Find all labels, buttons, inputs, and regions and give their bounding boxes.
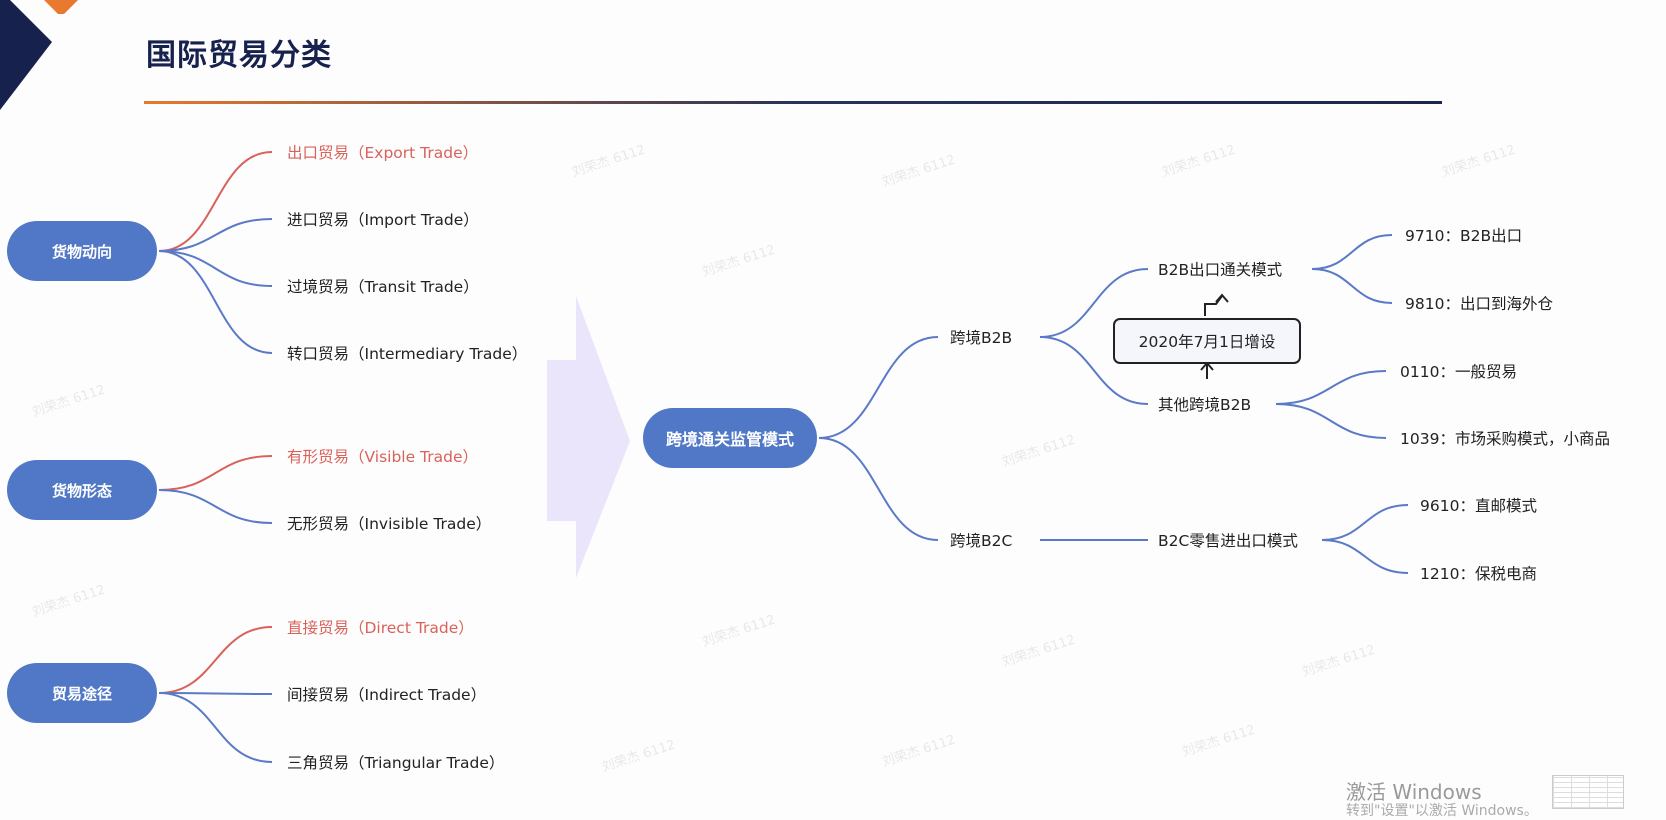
connector-line: [818, 336, 939, 439]
group-node-goods-direction[interactable]: 货物动向: [7, 221, 157, 281]
connector-line: [1311, 234, 1393, 270]
leaf-transit-trade: 过境贸易（Transit Trade）: [287, 278, 479, 296]
connector-line: [1321, 504, 1409, 541]
group-node-goods-form[interactable]: 货物形态: [7, 460, 157, 520]
leaf-indirect-trade: 间接贸易（Indirect Trade）: [287, 686, 487, 704]
leaf-direct-trade: 直接贸易（Direct Trade）: [287, 619, 474, 637]
leaf-9710: 9710：B2B出口: [1405, 227, 1523, 245]
windows-activation-subtitle: 转到"设置"以激活 Windows。: [1346, 803, 1538, 819]
connector-line: [158, 218, 273, 252]
transition-arrow: [547, 296, 630, 578]
connector-line: [158, 250, 273, 287]
title-divider: [144, 101, 1442, 104]
branch-other-b2b: 其他跨境B2B: [1158, 396, 1252, 414]
arrow-up-to-export-mode-icon: [1204, 293, 1229, 316]
leaf-1210: 1210：保税电商: [1420, 565, 1537, 583]
leaf-visible-trade: 有形贸易（Visible Trade）: [287, 448, 478, 466]
note-added-date: 2020年7月1日增设: [1113, 318, 1301, 364]
branch-cross-border-b2c: 跨境B2C: [950, 532, 1013, 550]
leaf-triangular-trade: 三角贸易（Triangular Trade）: [287, 754, 505, 772]
windows-activation-title: 激活 Windows: [1346, 780, 1482, 804]
branch-b2c-retail-mode: B2C零售进出口模式: [1158, 532, 1298, 550]
connector-line: [1321, 539, 1409, 574]
leaf-9610: 9610：直邮模式: [1420, 497, 1537, 515]
leaf-invisible-trade: 无形贸易（Invisible Trade）: [287, 515, 492, 533]
logo-navy-chevron: [0, 0, 52, 110]
leaf-intermediary-trade: 转口贸易（Intermediary Trade）: [287, 345, 528, 363]
connector-line: [158, 692, 273, 695]
connector-line: [158, 455, 273, 491]
connector-line: [818, 437, 939, 541]
connector-line: [1275, 403, 1387, 439]
connector-line: [1275, 370, 1387, 405]
connector-line: [158, 151, 273, 252]
leaf-9810: 9810：出口到海外仓: [1405, 295, 1553, 313]
slide-thumbnail[interactable]: [1552, 775, 1624, 809]
connector-line: [1311, 268, 1393, 304]
logo-orange-corner: [44, 0, 78, 14]
central-node-customs-mode[interactable]: 跨境通关监管模式: [643, 408, 817, 468]
leaf-export-trade: 出口贸易（Export Trade）: [287, 144, 479, 162]
page-title: 国际贸易分类: [146, 38, 332, 73]
connector-line: [1039, 336, 1149, 405]
leaf-0110: 0110：一般贸易: [1400, 363, 1517, 381]
leaf-1039: 1039：市场采购模式，小商品: [1400, 430, 1610, 448]
connector-line: [158, 626, 273, 694]
branch-b2b-export-mode: B2B出口通关模式: [1158, 261, 1283, 279]
leaf-import-trade: 进口贸易（Import Trade）: [287, 211, 479, 229]
group-node-trade-route[interactable]: 贸易途径: [7, 663, 157, 723]
connector-line: [158, 692, 273, 763]
connector-line: [158, 489, 273, 524]
arrow-up-to-note-icon: [1200, 361, 1214, 379]
connector-line: [158, 250, 273, 354]
branch-cross-border-b2b: 跨境B2B: [950, 329, 1013, 347]
connector-line: [1039, 268, 1149, 338]
